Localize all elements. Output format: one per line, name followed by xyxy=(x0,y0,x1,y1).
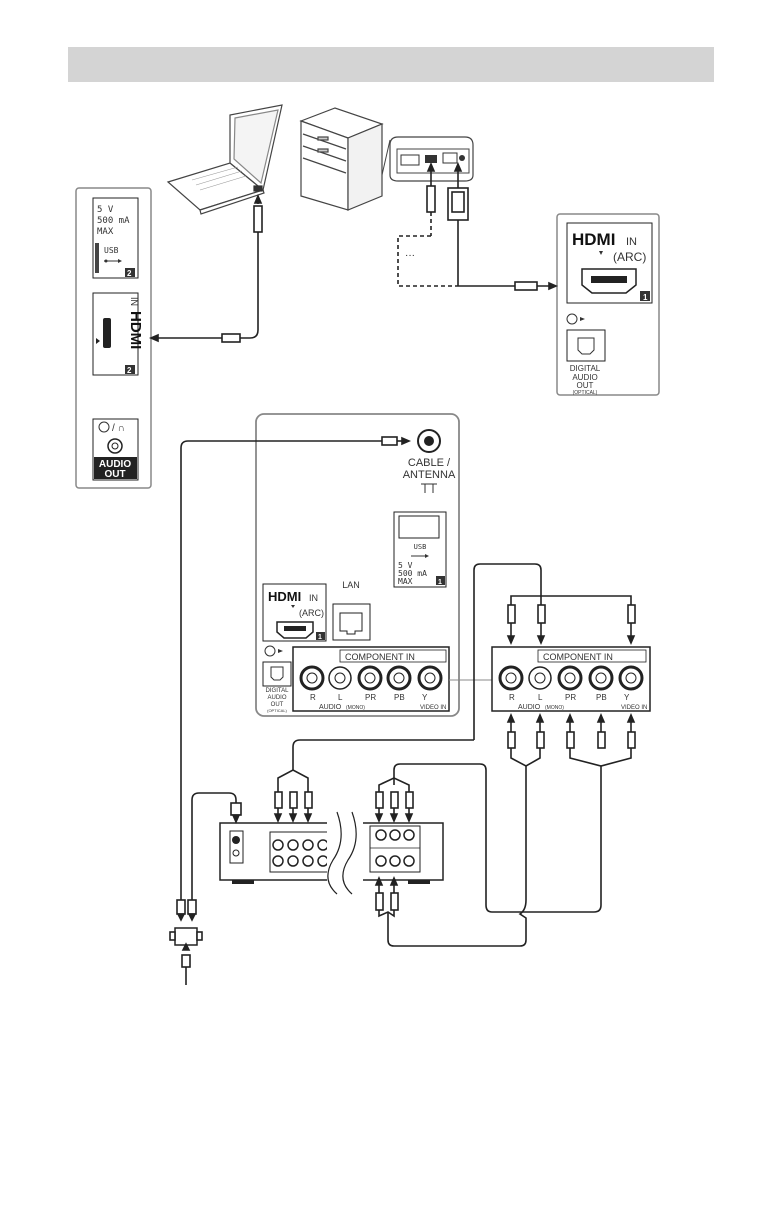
optical-port-icon xyxy=(578,338,594,354)
tv-comp-audio: AUDIO xyxy=(319,704,342,711)
side-panel: 5 V 500 mA MAX USB 2 IN HDMI 2 / ∩ AUDIO… xyxy=(76,188,151,488)
comp-l: L xyxy=(538,693,543,702)
pc-tower-icon xyxy=(301,108,382,210)
tv-component-title: COMPONENT IN xyxy=(345,652,415,662)
right-hdmi-in: IN xyxy=(626,236,637,248)
av-device xyxy=(220,812,443,894)
laptop-cable xyxy=(151,196,262,342)
right-digital-3: OUT xyxy=(577,381,594,390)
right-hdmi-arc: (ARC) xyxy=(613,250,646,264)
svg-text:/ ∩: / ∩ xyxy=(112,423,125,434)
tv-comp-pr: PR xyxy=(365,693,376,702)
audio-out-line2: OUT xyxy=(104,469,125,480)
component-title: COMPONENT IN xyxy=(543,652,613,662)
lan-port-icon xyxy=(340,613,362,634)
comp-y: Y xyxy=(624,693,630,702)
right-digital-1: DIGITAL xyxy=(570,364,601,373)
tv-digital-2: AUDIO xyxy=(267,695,286,701)
side-usb-port-icon xyxy=(95,243,99,273)
right-hdmi-port-num: 1 xyxy=(643,293,648,302)
tv-comp-mono: (MONO) xyxy=(346,705,365,711)
comp-pr: PR xyxy=(565,693,576,702)
tv-usb-port-num: 1 xyxy=(438,579,442,586)
side-hdmi-in: IN xyxy=(129,297,139,306)
comp-pb: PB xyxy=(596,693,607,702)
tv-lan: LAN xyxy=(342,580,360,590)
side-hdmi-port-num: 2 xyxy=(127,366,132,375)
tv-digital-1: DIGITAL xyxy=(266,688,290,694)
component-panel-zoom: COMPONENT IN R L PR PB Y AUDIO (MONO) VI… xyxy=(449,647,650,711)
comp-audio: AUDIO xyxy=(518,704,541,711)
side-usb-label: USB xyxy=(104,246,119,255)
svg-text:···: ··· xyxy=(405,250,415,261)
tv-hdmi-logo: HDMI xyxy=(268,589,301,604)
side-usb-max: MAX xyxy=(97,227,114,237)
side-usb-voltage: 5 V xyxy=(97,205,114,215)
tv-hdmi-in: IN xyxy=(309,593,318,603)
side-usb-port-num: 2 xyxy=(127,269,132,278)
comp-r: R xyxy=(509,693,515,702)
cable-antenna-1: CABLE / xyxy=(408,457,451,469)
comp-video-in: VIDEO IN xyxy=(621,705,647,711)
tv-comp-video-in: VIDEO IN xyxy=(420,705,446,711)
side-usb-current: 500 mA xyxy=(97,216,130,226)
cable-antenna-2: ANTENNA xyxy=(403,469,456,481)
tv-hdmi-arc: (ARC) xyxy=(299,608,324,618)
tv-hdmi-port-num: 1 xyxy=(318,634,322,641)
side-hdmi-port-icon xyxy=(103,318,111,348)
right-hdmi-panel: HDMI IN (ARC) 1 DIGITAL AUDIO OUT (OPTIC… xyxy=(557,214,659,396)
tv-comp-r: R xyxy=(310,693,316,702)
tv-usb-max: MAX xyxy=(398,577,413,586)
tv-optical: (OPTICAL) xyxy=(267,708,287,713)
comp-mono: (MONO) xyxy=(545,705,564,711)
tv-usb-label: USB xyxy=(414,543,427,551)
tv-comp-pb: PB xyxy=(394,693,405,702)
side-hdmi-logo: HDMI xyxy=(127,311,144,349)
right-hdmi-logo: HDMI xyxy=(572,230,615,249)
tv-comp-y: Y xyxy=(422,693,428,702)
pc-cables: ··· xyxy=(398,164,556,290)
tv-comp-l: L xyxy=(338,693,343,702)
right-optical: (OPTICAL) xyxy=(573,390,598,396)
tv-rear-panel: CABLE / ANTENNA USB 5 V 500 mA MAX 1 HDM… xyxy=(256,414,459,716)
laptop-icon xyxy=(168,105,282,214)
